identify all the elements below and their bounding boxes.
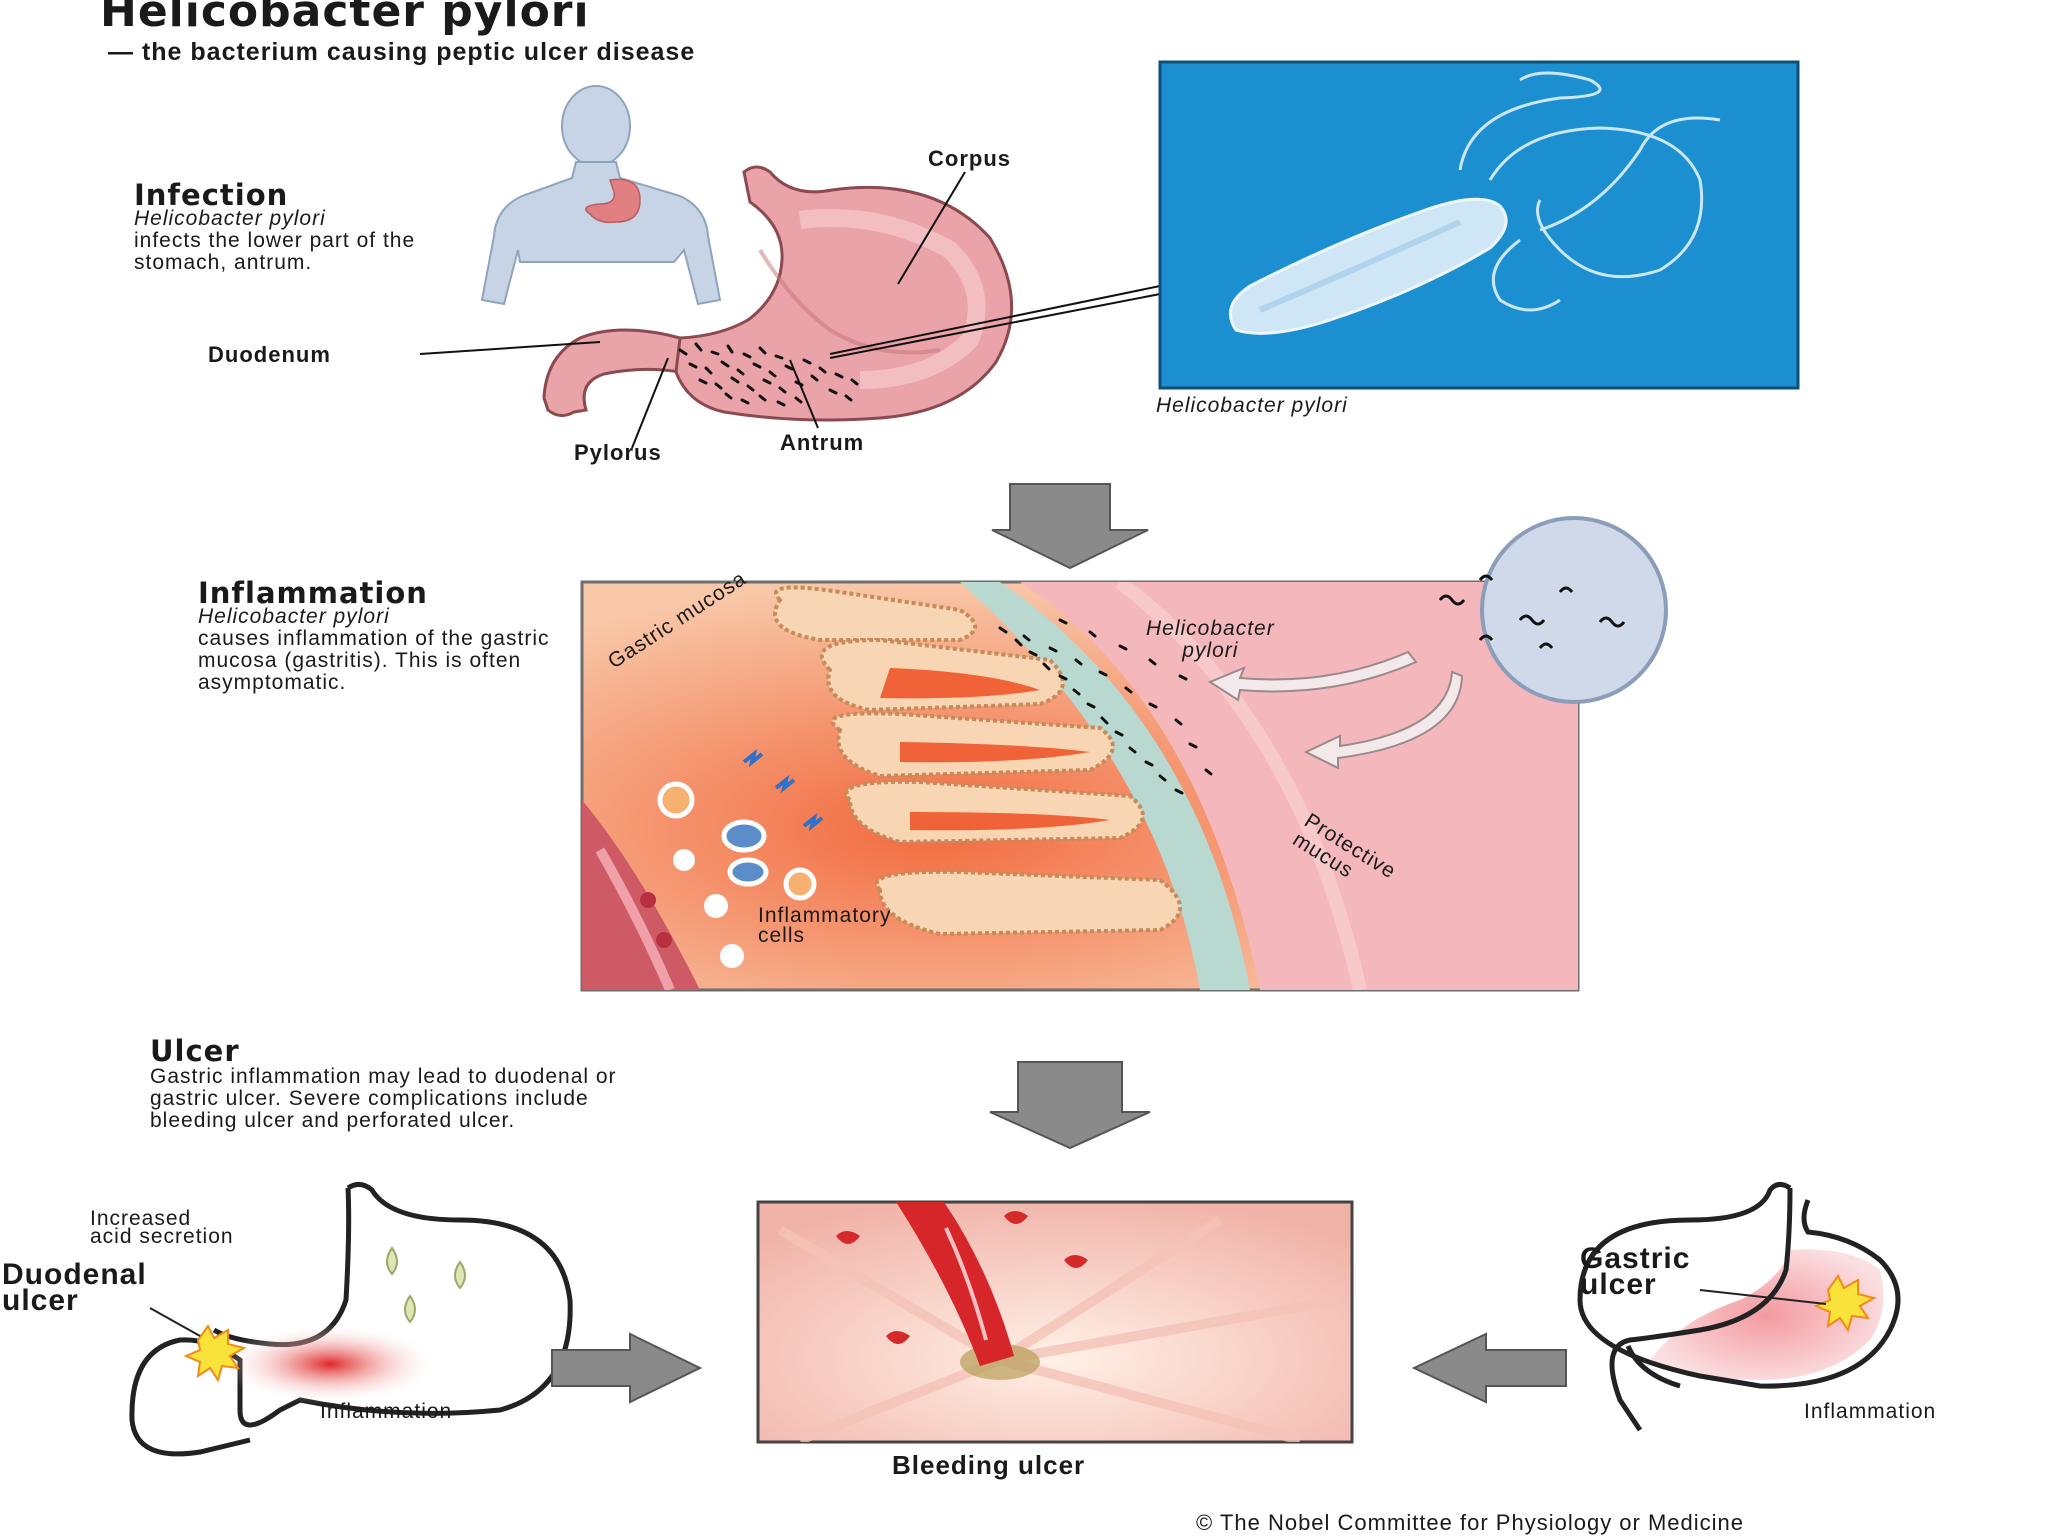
label-gastric-inflammation: Inflammation xyxy=(1804,1400,1937,1423)
mucosa-bacteria xyxy=(998,618,1213,795)
antrum-bacteria xyxy=(678,342,859,407)
page-title: Helicobacter pylori xyxy=(100,0,590,37)
gastric-ulcer-burst xyxy=(1813,1274,1877,1333)
inflammatory-cells xyxy=(640,781,817,968)
label-bleeding-ulcer: Bleeding ulcer xyxy=(892,1450,1086,1480)
label-increased-acid: Increased acid secretion xyxy=(90,1207,234,1248)
inflammation-body-italic: Helicobacter pylori xyxy=(198,605,390,628)
ulcer-text-block: Ulcer Gastric inflammation may lead to d… xyxy=(150,1034,670,1132)
micrograph-caption: Helicobacter pylori xyxy=(1156,394,1348,417)
copyright: © The Nobel Committee for Physiology or … xyxy=(1196,1510,1745,1535)
infection-heading: Infection xyxy=(134,178,289,212)
magnified-inset xyxy=(1480,516,1668,704)
ulcer-heading: Ulcer xyxy=(150,1034,240,1068)
label-antrum: Antrum xyxy=(780,430,865,455)
inflammation-heading: Inflammation xyxy=(198,576,428,610)
ulcer-body: Gastric inflammation may lead to duodena… xyxy=(150,1065,617,1132)
label-helicobacter-pylori: Helicobacter pylori xyxy=(1146,617,1275,662)
label-corpus: Corpus xyxy=(928,146,1011,171)
label-duodenum: Duodenum xyxy=(208,342,331,367)
infection-body: infects the lower part of the stomach, a… xyxy=(134,229,416,274)
page-subtitle: — the bacterium causing peptic ulcer dis… xyxy=(108,38,696,66)
duodenal-ulcer-burst xyxy=(183,1324,247,1383)
label-duodenal-inflammation: Inflammation xyxy=(320,1400,453,1423)
label-duodenal-ulcer: Duodenal ulcer xyxy=(2,1258,147,1317)
inflammation-text-block: Inflammation Helicobacter pylori causes … xyxy=(198,576,558,694)
label-pylorus: Pylorus xyxy=(574,440,662,465)
label-inflammatory-cells: Inflammatory cells xyxy=(758,904,892,947)
inflammation-body: causes inflammation of the gastric mucos… xyxy=(198,627,550,694)
chemical-signals xyxy=(742,748,824,832)
label-gastric-ulcer: Gastric ulcer xyxy=(1580,1242,1691,1301)
infection-body-italic: Helicobacter pylori xyxy=(134,207,326,230)
infection-text-block: Infection Helicobacter pylori infects th… xyxy=(134,178,474,274)
